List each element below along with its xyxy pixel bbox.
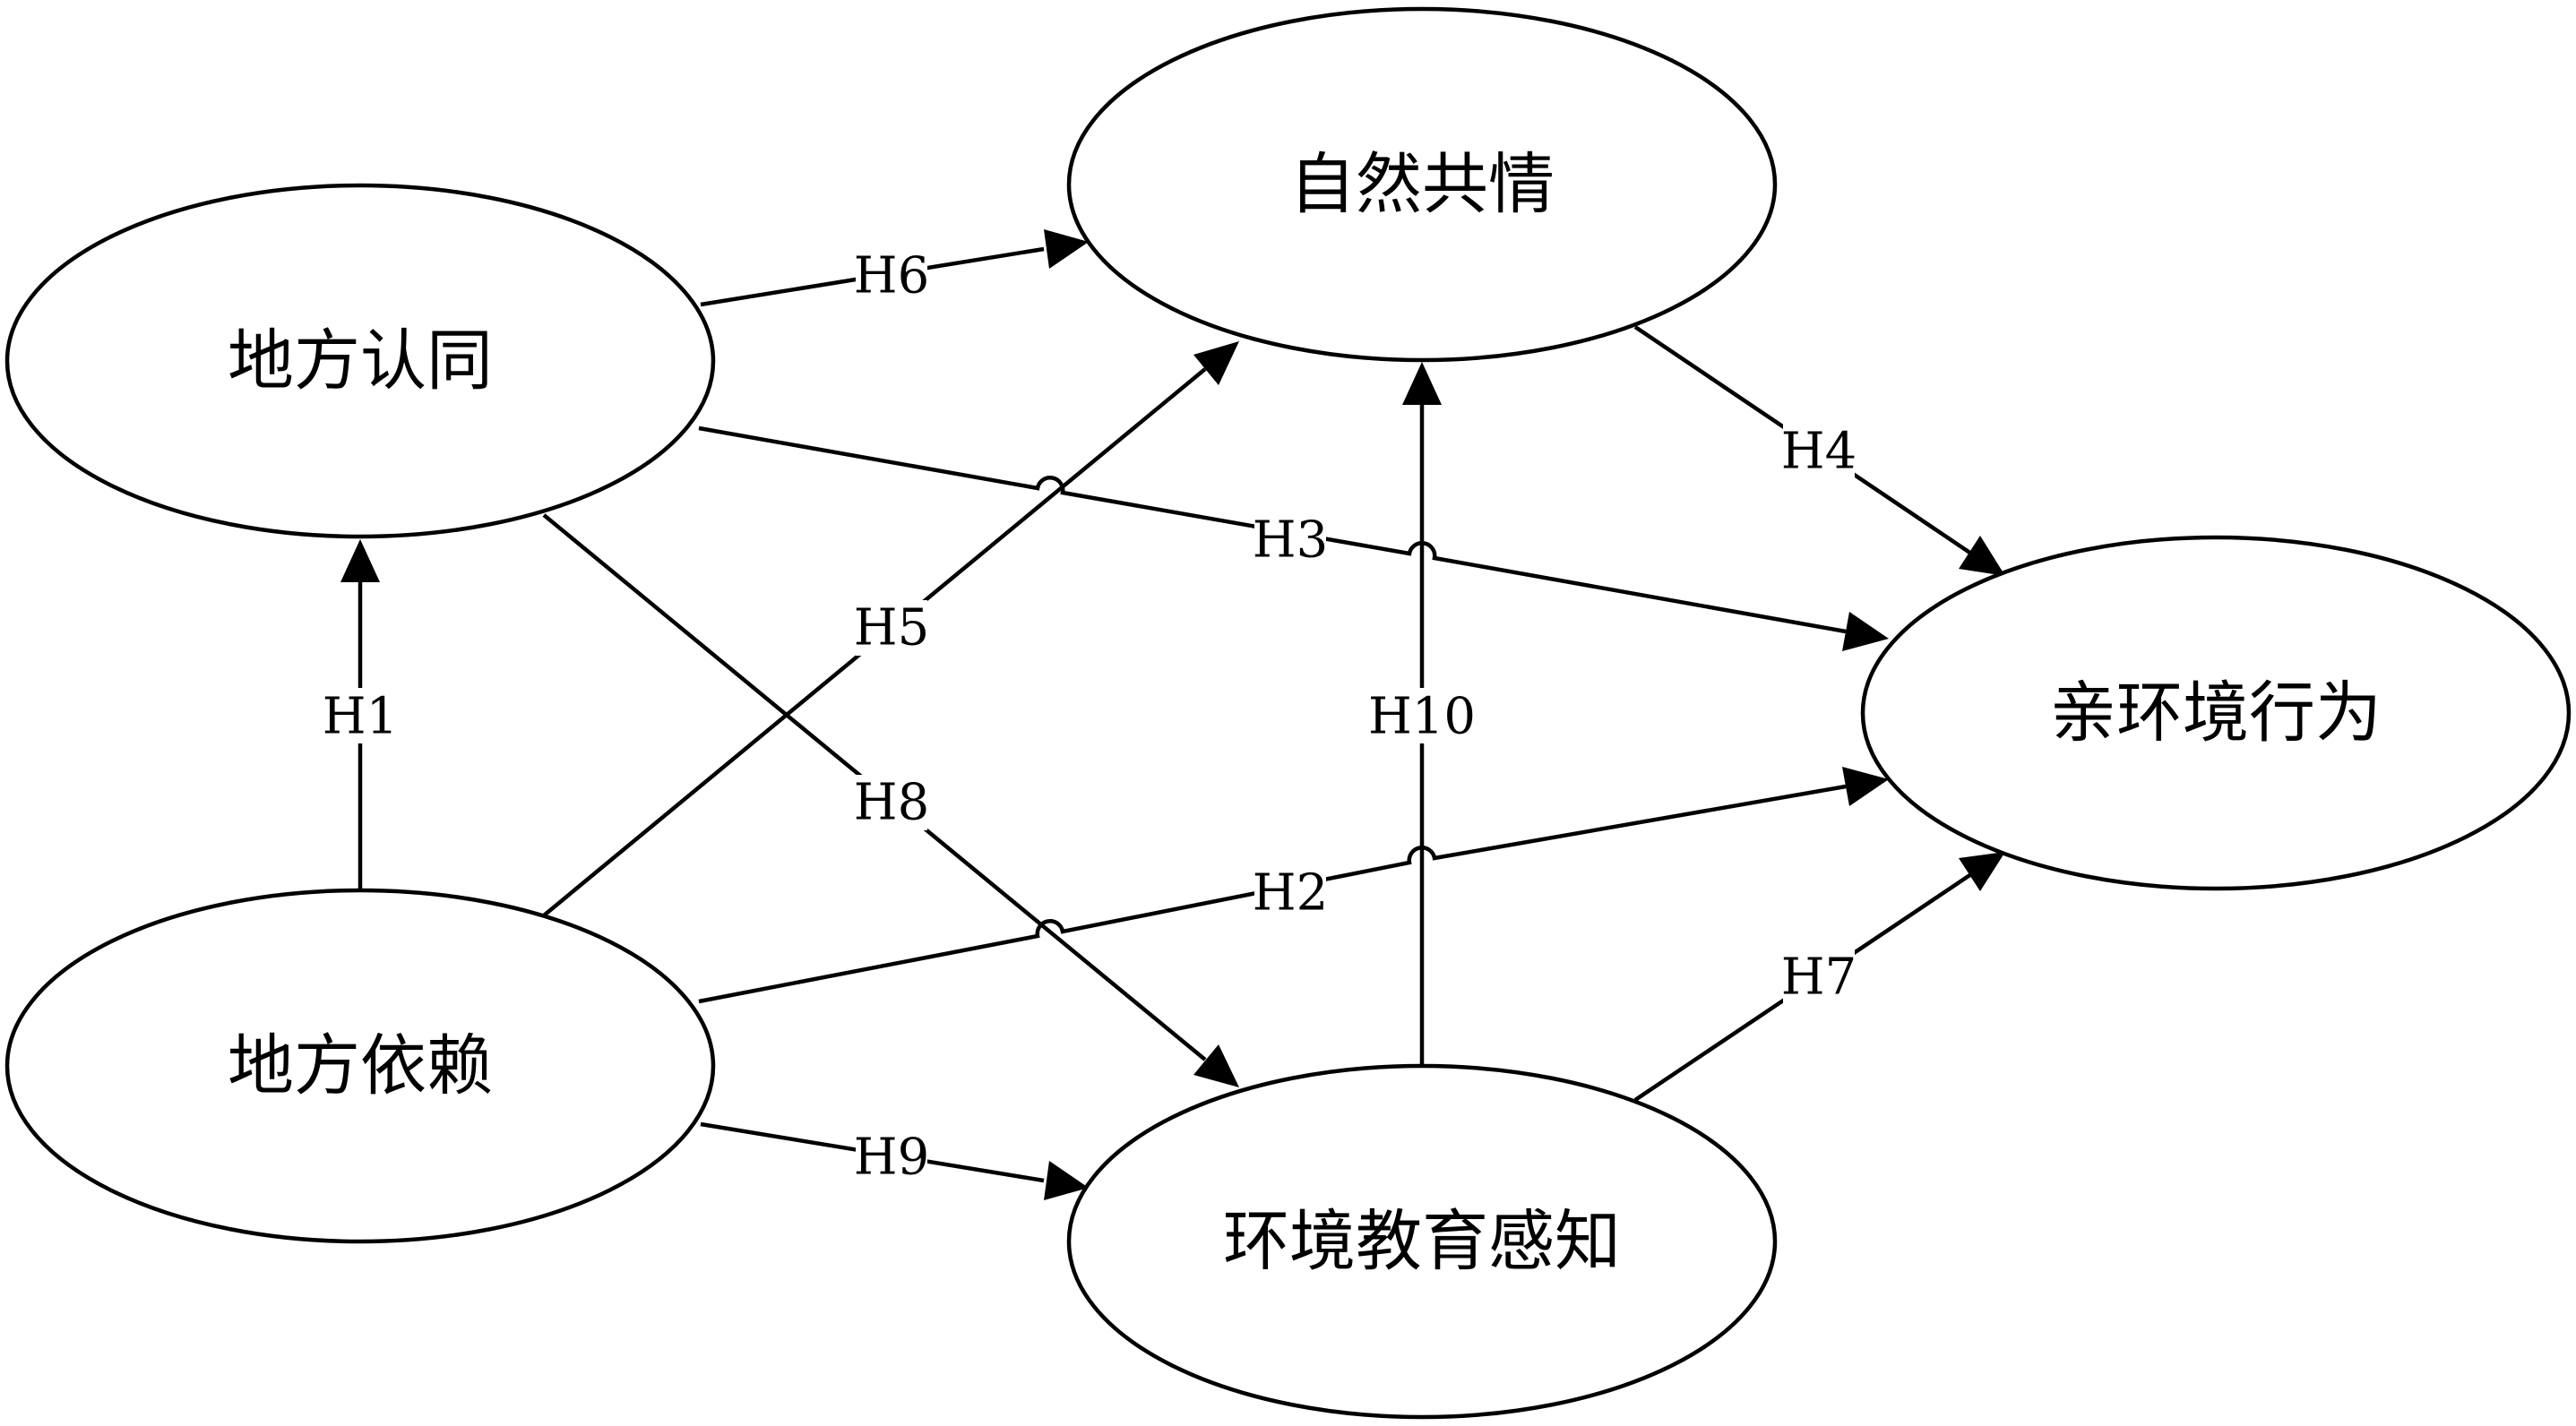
node-env-education-ellipse — [1066, 1063, 1778, 1420]
edge-h1-label: H1 — [323, 688, 398, 746]
node-env-education: 环境教育感知 — [1066, 1063, 1778, 1420]
node-nature-empathy-label: 自然共情 — [1289, 146, 1555, 223]
edge-h9: H9 — [700, 1121, 1089, 1200]
edge-h10-label: H10 — [1368, 688, 1476, 746]
edge-h2-label: H2 — [1253, 864, 1328, 923]
edge-h3: H3 — [698, 425, 1889, 651]
edge-h5: H5 — [542, 341, 1239, 917]
edge-h9-label: H9 — [854, 1129, 929, 1187]
node-place-dependence-label: 地方依赖 — [228, 1027, 493, 1104]
edge-h10: H10 — [1368, 362, 1476, 1066]
edge-h3-arrowhead — [1842, 612, 1889, 651]
edge-h9-arrowhead — [1044, 1161, 1089, 1200]
edge-h7-arrowhead — [1959, 852, 2005, 891]
nodes-layer: 地方认同 地方依赖 自然共情 环境教育感知 亲环境行为 — [4, 6, 2572, 1420]
node-nature-empathy: 自然共情 — [1066, 6, 1778, 363]
edge-h3-label: H3 — [1253, 511, 1328, 570]
node-place-identity-ellipse — [4, 183, 716, 539]
node-env-education-label: 环境教育感知 — [1223, 1203, 1621, 1280]
edge-h3-line — [698, 425, 1847, 634]
node-place-identity: 地方认同 — [4, 183, 716, 539]
edge-h2-arrowhead — [1842, 767, 1889, 806]
node-place-dependence: 地方依赖 — [4, 888, 716, 1244]
node-pro-env-behavior: 亲环境行为 — [1860, 535, 2572, 891]
edge-h5-arrowhead — [1193, 341, 1239, 385]
edge-h1-arrowhead — [340, 539, 380, 582]
edge-h5-label: H5 — [854, 599, 929, 657]
node-nature-empathy-ellipse — [1066, 6, 1778, 363]
edge-h10-arrowhead — [1402, 362, 1442, 405]
edge-h8-label: H8 — [854, 774, 929, 832]
edge-h6: H6 — [700, 229, 1089, 307]
edge-h8: H8 — [542, 513, 1239, 1087]
edge-h6-arrowhead — [1044, 229, 1089, 269]
edges-layer: H1 H6 H9 H3 H2 — [323, 229, 2005, 1200]
node-place-dependence-ellipse — [4, 888, 716, 1244]
edge-h8-arrowhead — [1193, 1044, 1239, 1087]
edge-h4-label: H4 — [1781, 423, 1857, 481]
edge-h7: H7 — [1633, 852, 2005, 1102]
edge-h6-label: H6 — [854, 247, 929, 305]
node-place-identity-label: 地方认同 — [228, 322, 493, 399]
edge-h1: H1 — [323, 539, 398, 891]
node-pro-env-behavior-label: 亲环境行为 — [2050, 674, 2382, 752]
edge-h7-label: H7 — [1781, 949, 1857, 1007]
node-pro-env-behavior-ellipse — [1860, 535, 2572, 891]
edge-h4: H4 — [1633, 325, 2005, 576]
edge-h4-arrowhead — [1959, 536, 2005, 576]
